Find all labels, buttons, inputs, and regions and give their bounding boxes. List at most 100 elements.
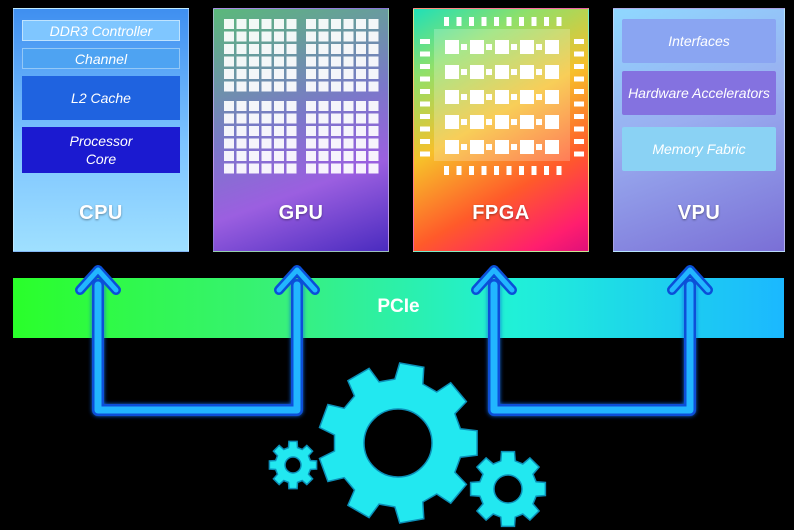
gpu-core-cell [356,44,366,54]
fpga-title: FPGA [472,202,530,224]
medium-gear-icon [469,450,547,528]
gpu-core-cell [306,163,316,174]
gpu-core-cell [261,56,272,67]
fpga-pin [519,17,524,26]
gpu-core-cell [224,101,234,111]
fpga-logic-block [520,40,534,54]
gpu-core-cell [368,101,379,111]
fpga-pin [519,166,524,175]
gpu-core-cell [356,69,366,79]
gpu-core-cell [343,44,354,54]
fpga-interconnect [486,94,492,100]
arrow-to-cpu [92,279,303,416]
fpga-interconnect [511,69,517,75]
gpu-core-cell [356,101,366,111]
processor-core-line2: Core [85,151,117,167]
fpga-pin [574,51,584,57]
gpu-core-cell [306,56,316,67]
gpu-core-cell [249,151,259,161]
gpu-core-cell [356,31,366,42]
fpga-pin [574,139,584,144]
gpu-core-cell [274,113,284,124]
gpu-core-cell [274,101,284,111]
fpga-logic-block [520,140,534,154]
gpu-core-cell [331,56,341,67]
gpu-title: GPU [278,202,324,224]
gpu-core-cell [343,113,354,124]
fpga-logic-block [495,115,509,129]
gpu-core-cell [261,163,272,174]
gpu-core-cell [224,81,234,92]
gpu-core-cell [368,31,379,42]
gpu-core-cell [343,101,354,111]
fpga-logic-block [470,115,484,129]
fpga-interconnect [461,94,467,100]
fpga-pin [420,139,430,144]
fpga-interconnect [511,44,517,50]
gpu-core-cell [343,81,354,92]
gpu-core-cell [368,126,379,136]
fpga-pin [456,17,462,26]
gpu-core-cell [331,31,341,42]
gpu-core-cell [356,19,366,29]
fpga-interconnect [461,69,467,75]
cpu-card: DDR3 Controller Channel L2 Cache Process… [13,8,189,252]
gpu-core-cell [224,56,234,67]
gpu-core-cell [236,126,247,136]
gpu-core-cell [274,151,284,161]
fpga-logic-block [445,40,459,54]
gpu-core-cell [331,101,341,111]
gpu-core-cell [318,126,329,136]
fpga-pin [420,39,430,44]
fpga-pin [420,76,430,82]
gpu-core-cell [356,81,366,92]
gpu-core-cell [236,69,247,79]
fpga-pin [531,166,537,175]
gpu-core-cell [286,101,297,111]
gpu-core-cell [249,19,259,29]
gpu-core-cell [249,44,259,54]
gpu-core-cell [306,31,316,42]
gpu-core-cell [224,126,234,136]
gpu-core-cell [306,126,316,136]
gpu-core-cell [368,163,379,174]
vpu-card: Interfaces Hardware Accelerators Memory … [613,8,785,252]
fpga-pin [420,151,430,157]
gpu-core-cell [236,151,247,161]
fpga-logic-block [520,115,534,129]
pcie-label: PCIe [377,296,420,317]
vpu-title: VPU [677,202,721,224]
pcie-bus: PCIe [13,278,784,338]
gpu-core-cell [356,151,366,161]
gpu-core-cell [343,69,354,79]
gpu-core-cell [331,69,341,79]
gpu-core-cell [368,81,379,92]
fpga-pin [494,166,499,175]
gpu-core-cell [261,126,272,136]
gpu-core-cell [368,56,379,67]
gpu-core-cell [306,113,316,124]
fpga-interconnect [536,69,542,75]
gpu-core-cell [274,44,284,54]
fpga-card: FPGA [413,8,589,252]
gpu-core-cell [331,113,341,124]
fpga-logic-block [445,115,459,129]
processor-core-block: Processor Core [22,127,180,173]
fpga-pin [574,151,584,157]
gpu-core-cell [224,163,234,174]
gpu-core-cell [286,81,297,92]
gpu-core-cell [274,126,284,136]
gpu-core-cell [249,126,259,136]
gpu-core-cell [306,138,316,149]
fpga-interconnect [486,144,492,150]
gpu-core-cell [274,69,284,79]
fpga-interconnect [536,119,542,125]
gpu-core-cell [368,69,379,79]
gpu-core-cell [331,138,341,149]
fpga-chip-graphic [420,17,584,175]
gpu-core-cell [331,126,341,136]
gpu-core-cell [236,44,247,54]
gpu-core-cell [249,31,259,42]
fpga-logic-block [470,40,484,54]
